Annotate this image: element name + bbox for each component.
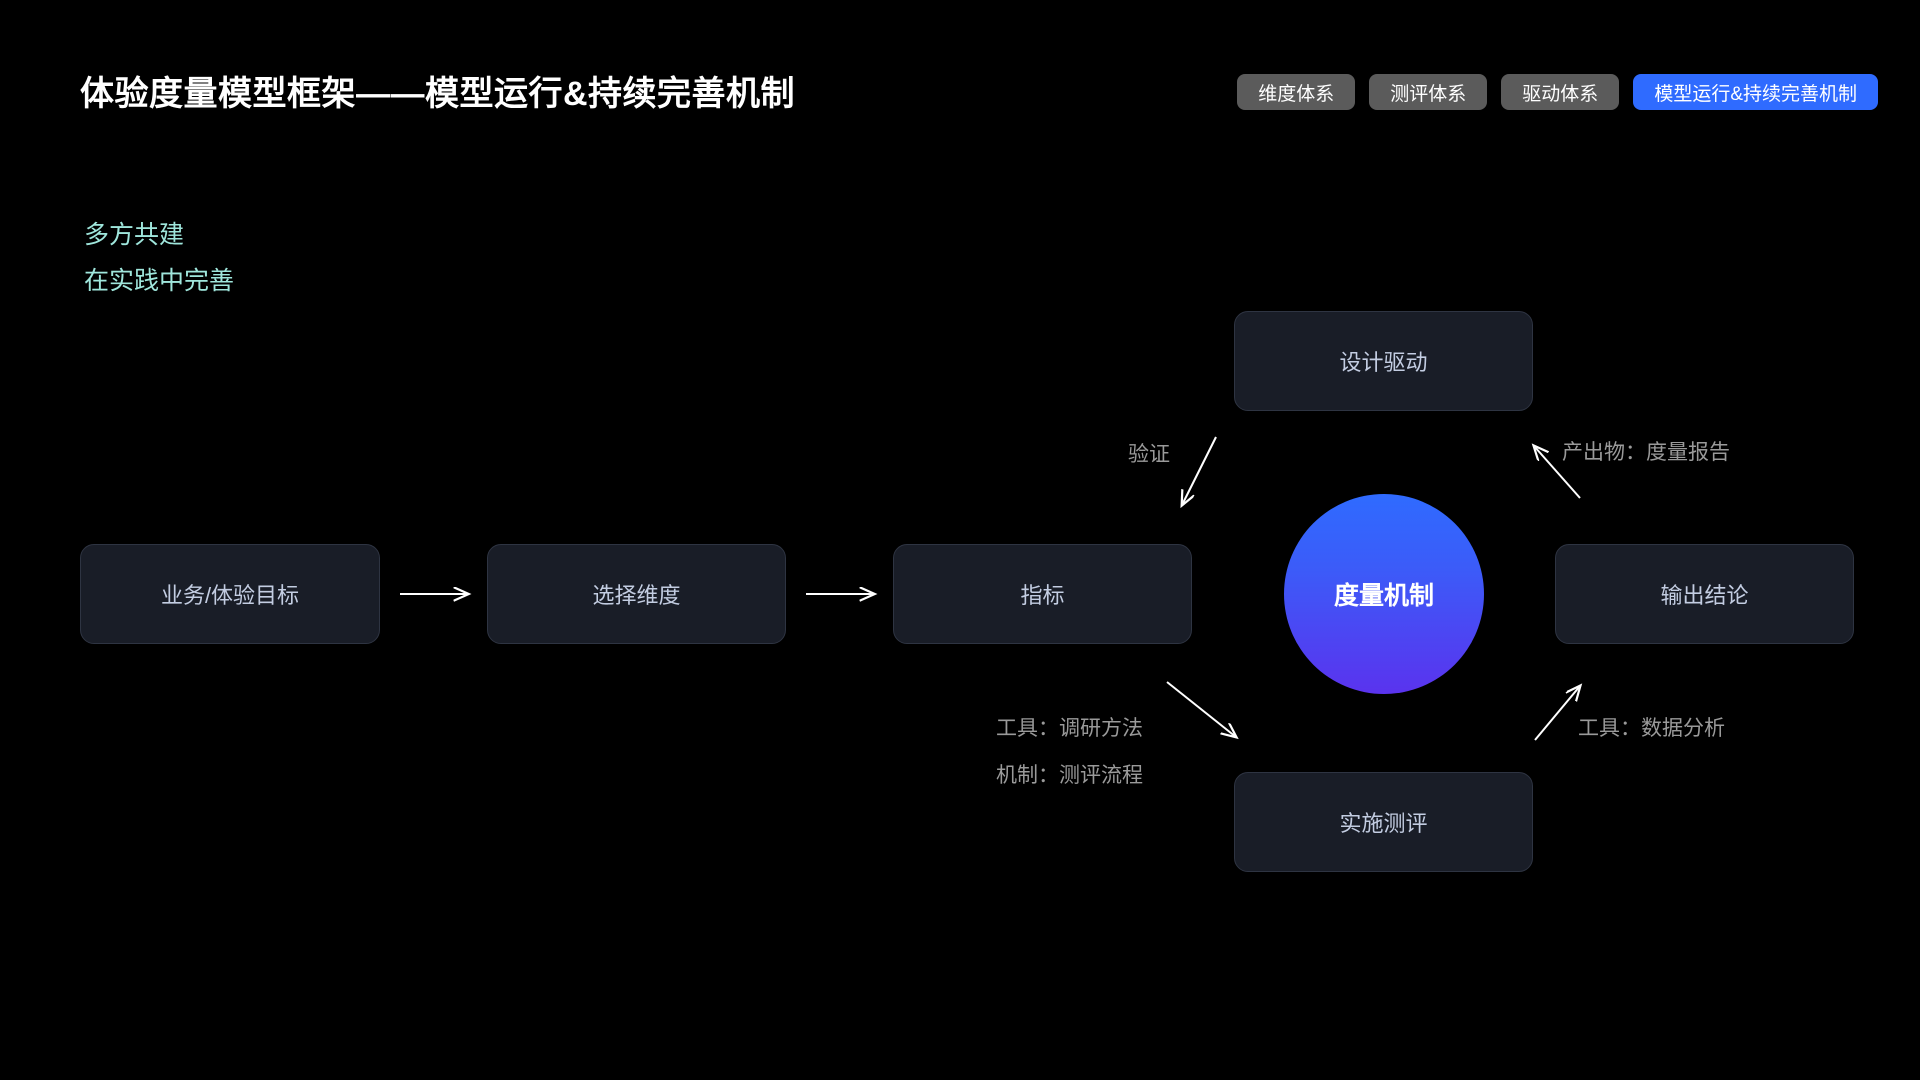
annotation-output-report: 产出物：度量报告 [1562, 441, 1730, 464]
annotation-tool-research: 工具：调研方法 [996, 717, 1143, 740]
satellite-design-driven[interactable]: 设计驱动 [1234, 311, 1533, 411]
flow-step-business-goal[interactable]: 业务/体验目标 [80, 544, 380, 644]
subtitle-line-2: 在实践中完善 [84, 267, 235, 295]
arrow-verify [1182, 436, 1217, 505]
flow-step-indicator[interactable]: 指标 [893, 544, 1192, 644]
flow-step-select-dimension[interactable]: 选择维度 [487, 544, 786, 644]
subtitle-block: 多方共建 在实践中完善 [84, 212, 234, 304]
annotation-mechanism-flow: 机制：测评流程 [996, 764, 1143, 787]
tab-evaluation-system[interactable]: 测评体系 [1369, 74, 1488, 110]
tab-dimension-system[interactable]: 维度体系 [1237, 74, 1356, 110]
arrow-tool-research [1166, 681, 1236, 737]
tab-model-operation[interactable]: 模型运行&持续完善机制 [1633, 74, 1878, 110]
tab-driving-system[interactable]: 驱动体系 [1501, 74, 1620, 110]
arrow-tool-analysis [1534, 686, 1580, 741]
satellite-implement-evaluation[interactable]: 实施测评 [1234, 772, 1533, 872]
satellite-output-conclusion[interactable]: 输出结论 [1555, 544, 1854, 644]
annotation-verify: 验证 [1128, 443, 1170, 466]
subtitle-line-1: 多方共建 [84, 221, 185, 249]
section-tab-bar: 维度体系 测评体系 驱动体系 模型运行&持续完善机制 [1237, 74, 1878, 110]
page-title: 体验度量模型框架——模型运行&持续完善机制 [80, 75, 796, 113]
annotation-tool-analysis: 工具：数据分析 [1578, 717, 1725, 740]
hub-metric-mechanism[interactable]: 度量机制 [1284, 494, 1484, 694]
